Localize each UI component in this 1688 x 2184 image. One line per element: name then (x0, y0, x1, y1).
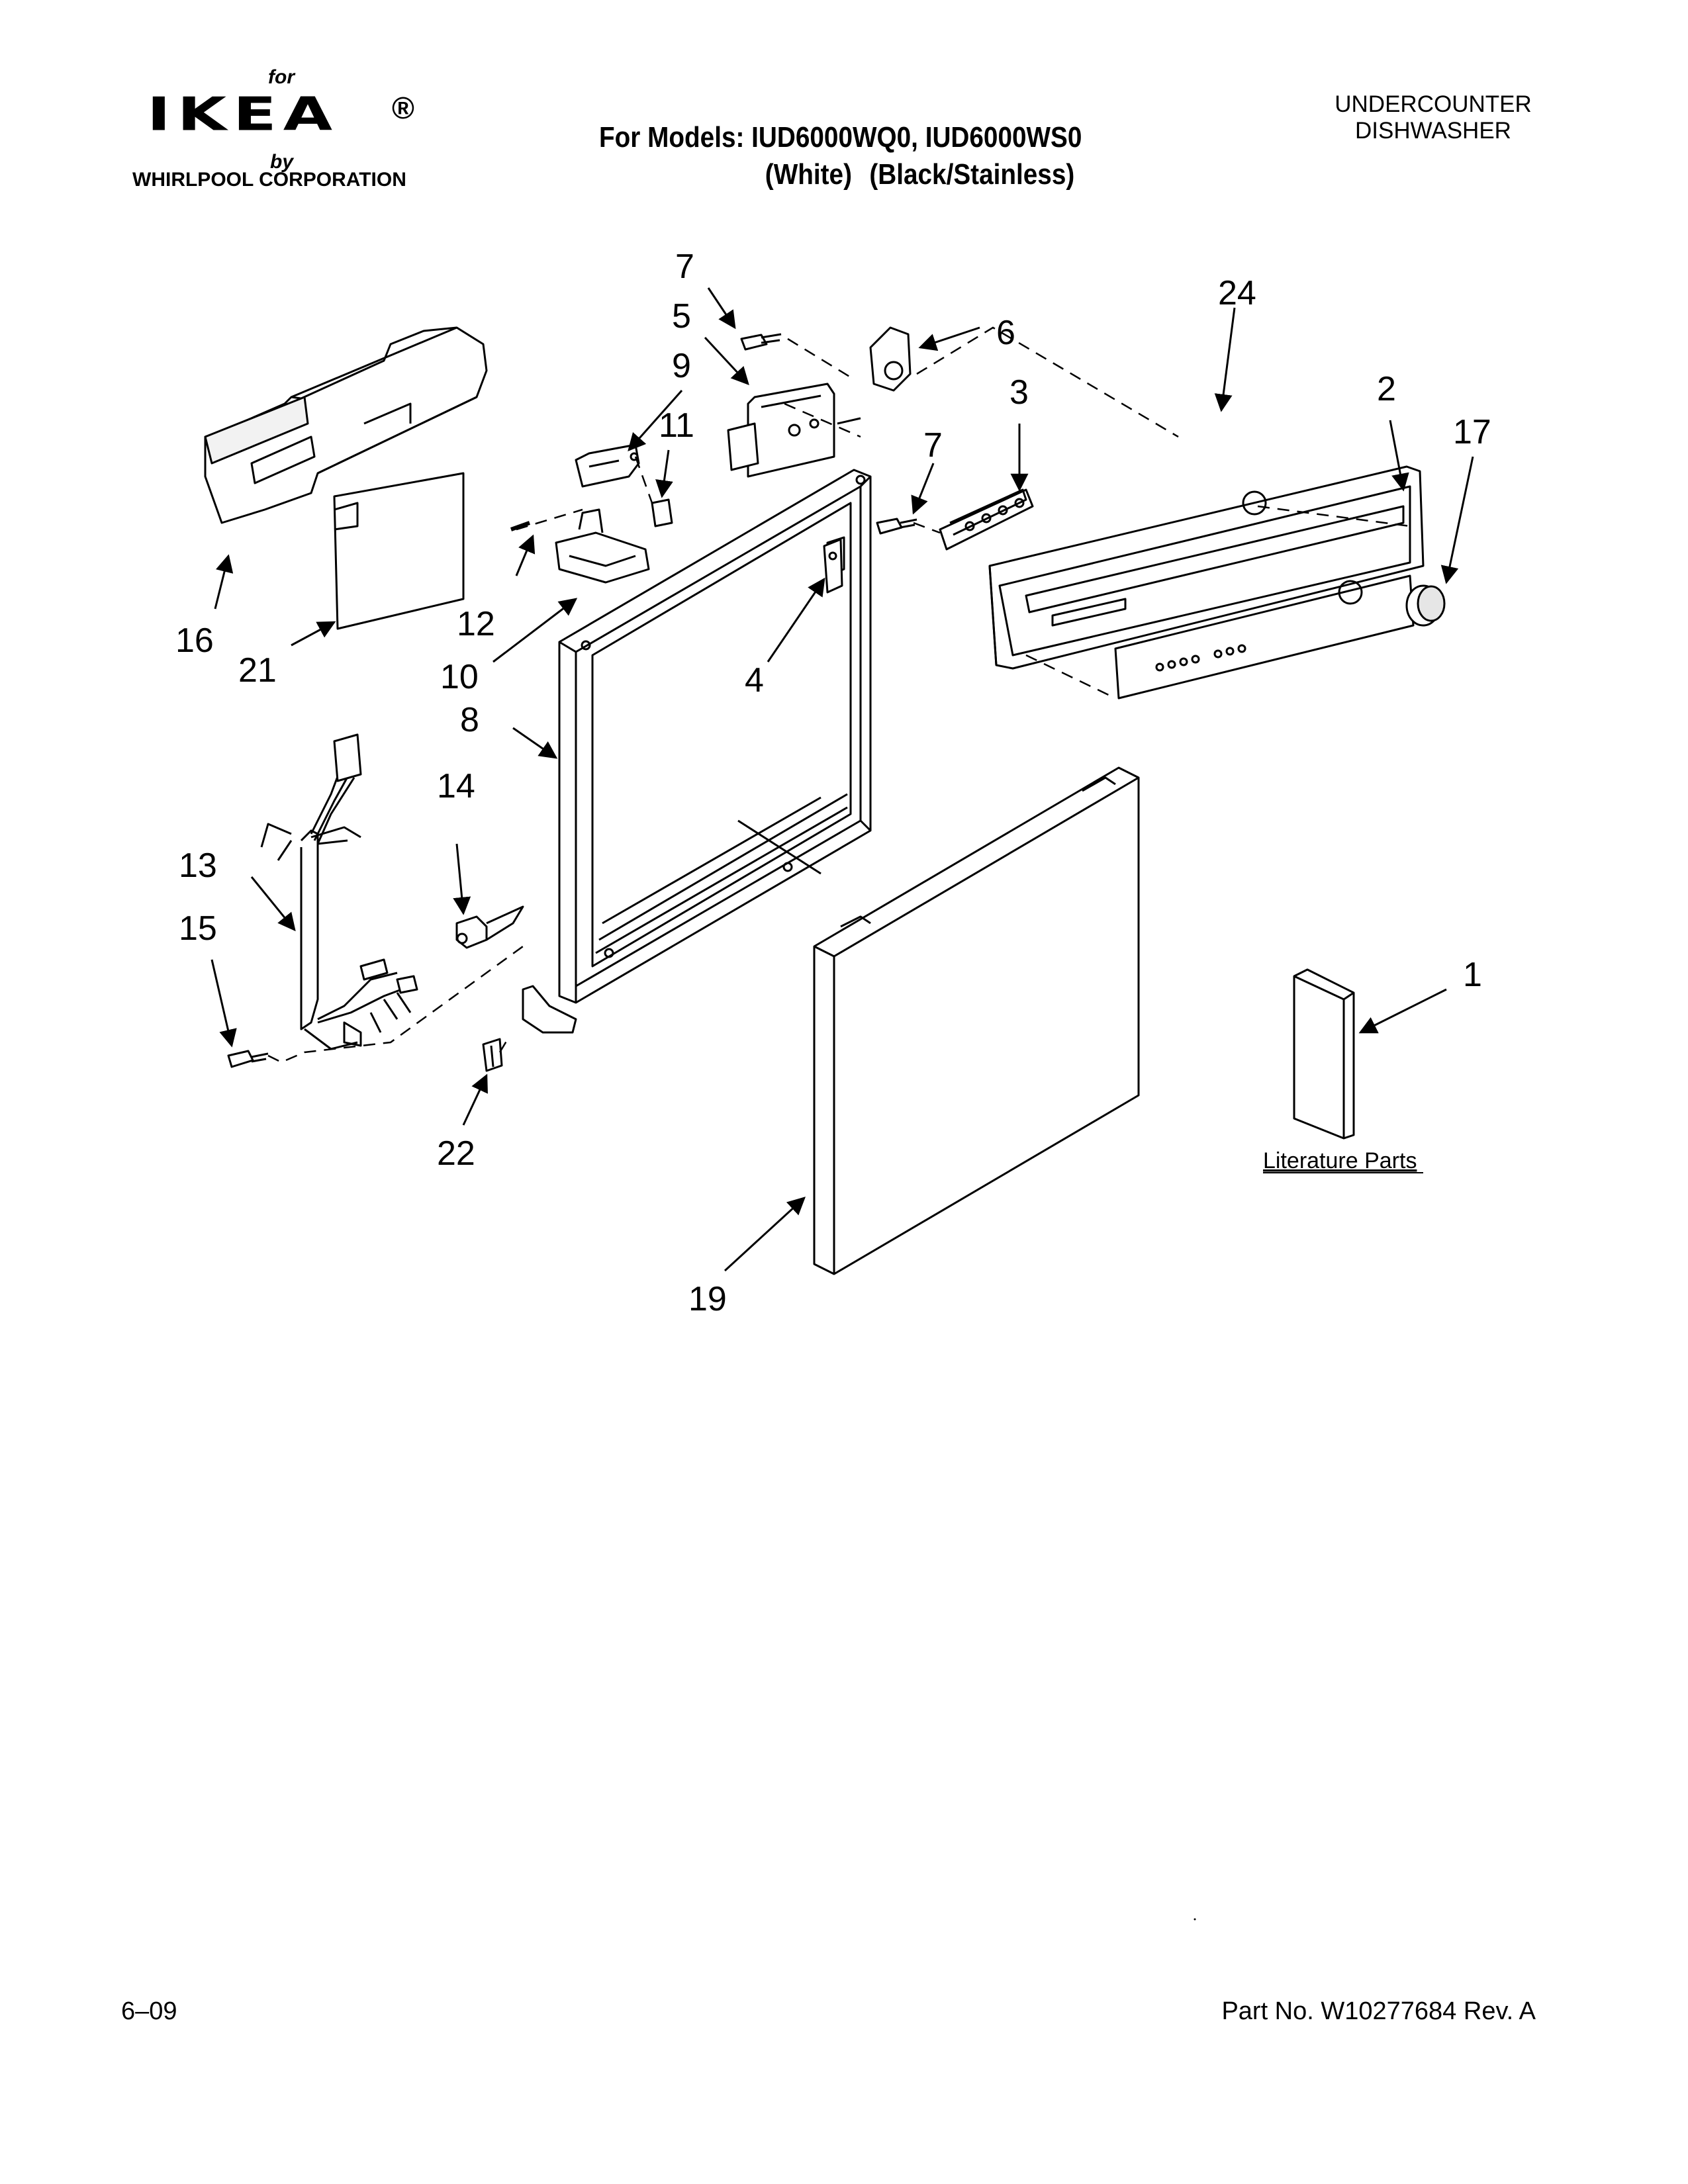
logo-for-text: for (268, 66, 295, 88)
callout-13: 13 (179, 846, 217, 885)
literature-parts-label: Literature Parts (1263, 1148, 1417, 1173)
callout-7-middle: 7 (923, 426, 943, 465)
part-13-wire-harness (260, 733, 418, 1050)
part-7-screw-top (740, 333, 782, 351)
part-5-door-latch (727, 383, 861, 478)
callout-6: 6 (996, 314, 1015, 352)
part-4-door-spring (823, 538, 843, 594)
assembly-guide-lines (267, 326, 1411, 1064)
logo-wordmark: IKEA (147, 87, 339, 141)
models-label: For Models: IUD6000WQ0, IUD6000WS0 (599, 121, 1082, 154)
part-7-screw-middle (876, 518, 917, 535)
part-17-knob (1405, 584, 1446, 627)
callout-leaders (211, 287, 1474, 1272)
callout-2: 2 (1377, 370, 1396, 408)
callout-12: 12 (457, 605, 495, 643)
part-8-inner-door-frame (522, 469, 872, 1034)
callout-5: 5 (672, 297, 691, 336)
callout-15: 15 (179, 909, 217, 948)
appliance-type: UNDERCOUNTER DISHWASHER (1321, 91, 1546, 144)
part-22-clip (482, 1038, 503, 1072)
part-11-small-switch (651, 498, 673, 527)
part-24-console (988, 465, 1425, 670)
callout-1: 1 (1463, 956, 1482, 994)
callout-21: 21 (238, 651, 277, 690)
part-2-overlay (1114, 574, 1415, 700)
part-12-pin (510, 521, 531, 531)
appliance-line2: DISHWASHER (1355, 118, 1511, 144)
callout-11: 11 (659, 406, 694, 445)
callout-9: 9 (672, 347, 691, 385)
callout-8: 8 (460, 701, 479, 739)
logo-corporation-text: WHIRLPOOL CORPORATION (132, 169, 406, 191)
part-3-control-board (939, 488, 1034, 551)
callout-14: 14 (437, 767, 475, 805)
appliance-line1: UNDERCOUNTER (1335, 91, 1532, 117)
part-15-screw (227, 1050, 269, 1068)
callout-22: 22 (437, 1134, 475, 1173)
models-heading: For Models: IUD6000WQ0, IUD6000WS0 (Whit… (599, 119, 1082, 193)
callout-3: 3 (1009, 373, 1029, 412)
registered-mark: ® (392, 91, 414, 125)
part-14-sensor (455, 905, 524, 949)
part-number: Part No. W10277684 Rev. A (1221, 1997, 1536, 2025)
callout-19: 19 (688, 1280, 727, 1318)
callout-4: 4 (745, 661, 764, 700)
ikea-whirlpool-logo: for IKEA ® by WHIRLPOOL CORPORATION (132, 66, 430, 192)
callout-24: 24 (1218, 274, 1256, 312)
variant-white: (White) (765, 158, 852, 191)
callout-16: 16 (175, 621, 214, 660)
part-9-switch (575, 443, 640, 488)
part-19-outer-door-panel (813, 766, 1140, 1275)
part-1-literature-booklet (1293, 968, 1355, 1140)
callout-7-top: 7 (675, 248, 694, 286)
stray-dot (1194, 1918, 1196, 1921)
callout-17: 17 (1453, 413, 1491, 451)
part-21-shield (333, 472, 465, 630)
revision-date: 6–09 (121, 1997, 177, 2025)
logo-by-text: by (270, 151, 294, 173)
part-10-bracket (555, 508, 650, 584)
part-16-control-housing (204, 326, 488, 524)
variant-black-stainless: (Black/Stainless) (869, 158, 1075, 191)
part-6-latch-knob (869, 326, 912, 392)
model-variants: (White) (Black/Stainless) (599, 156, 1082, 193)
callout-10: 10 (440, 658, 479, 696)
